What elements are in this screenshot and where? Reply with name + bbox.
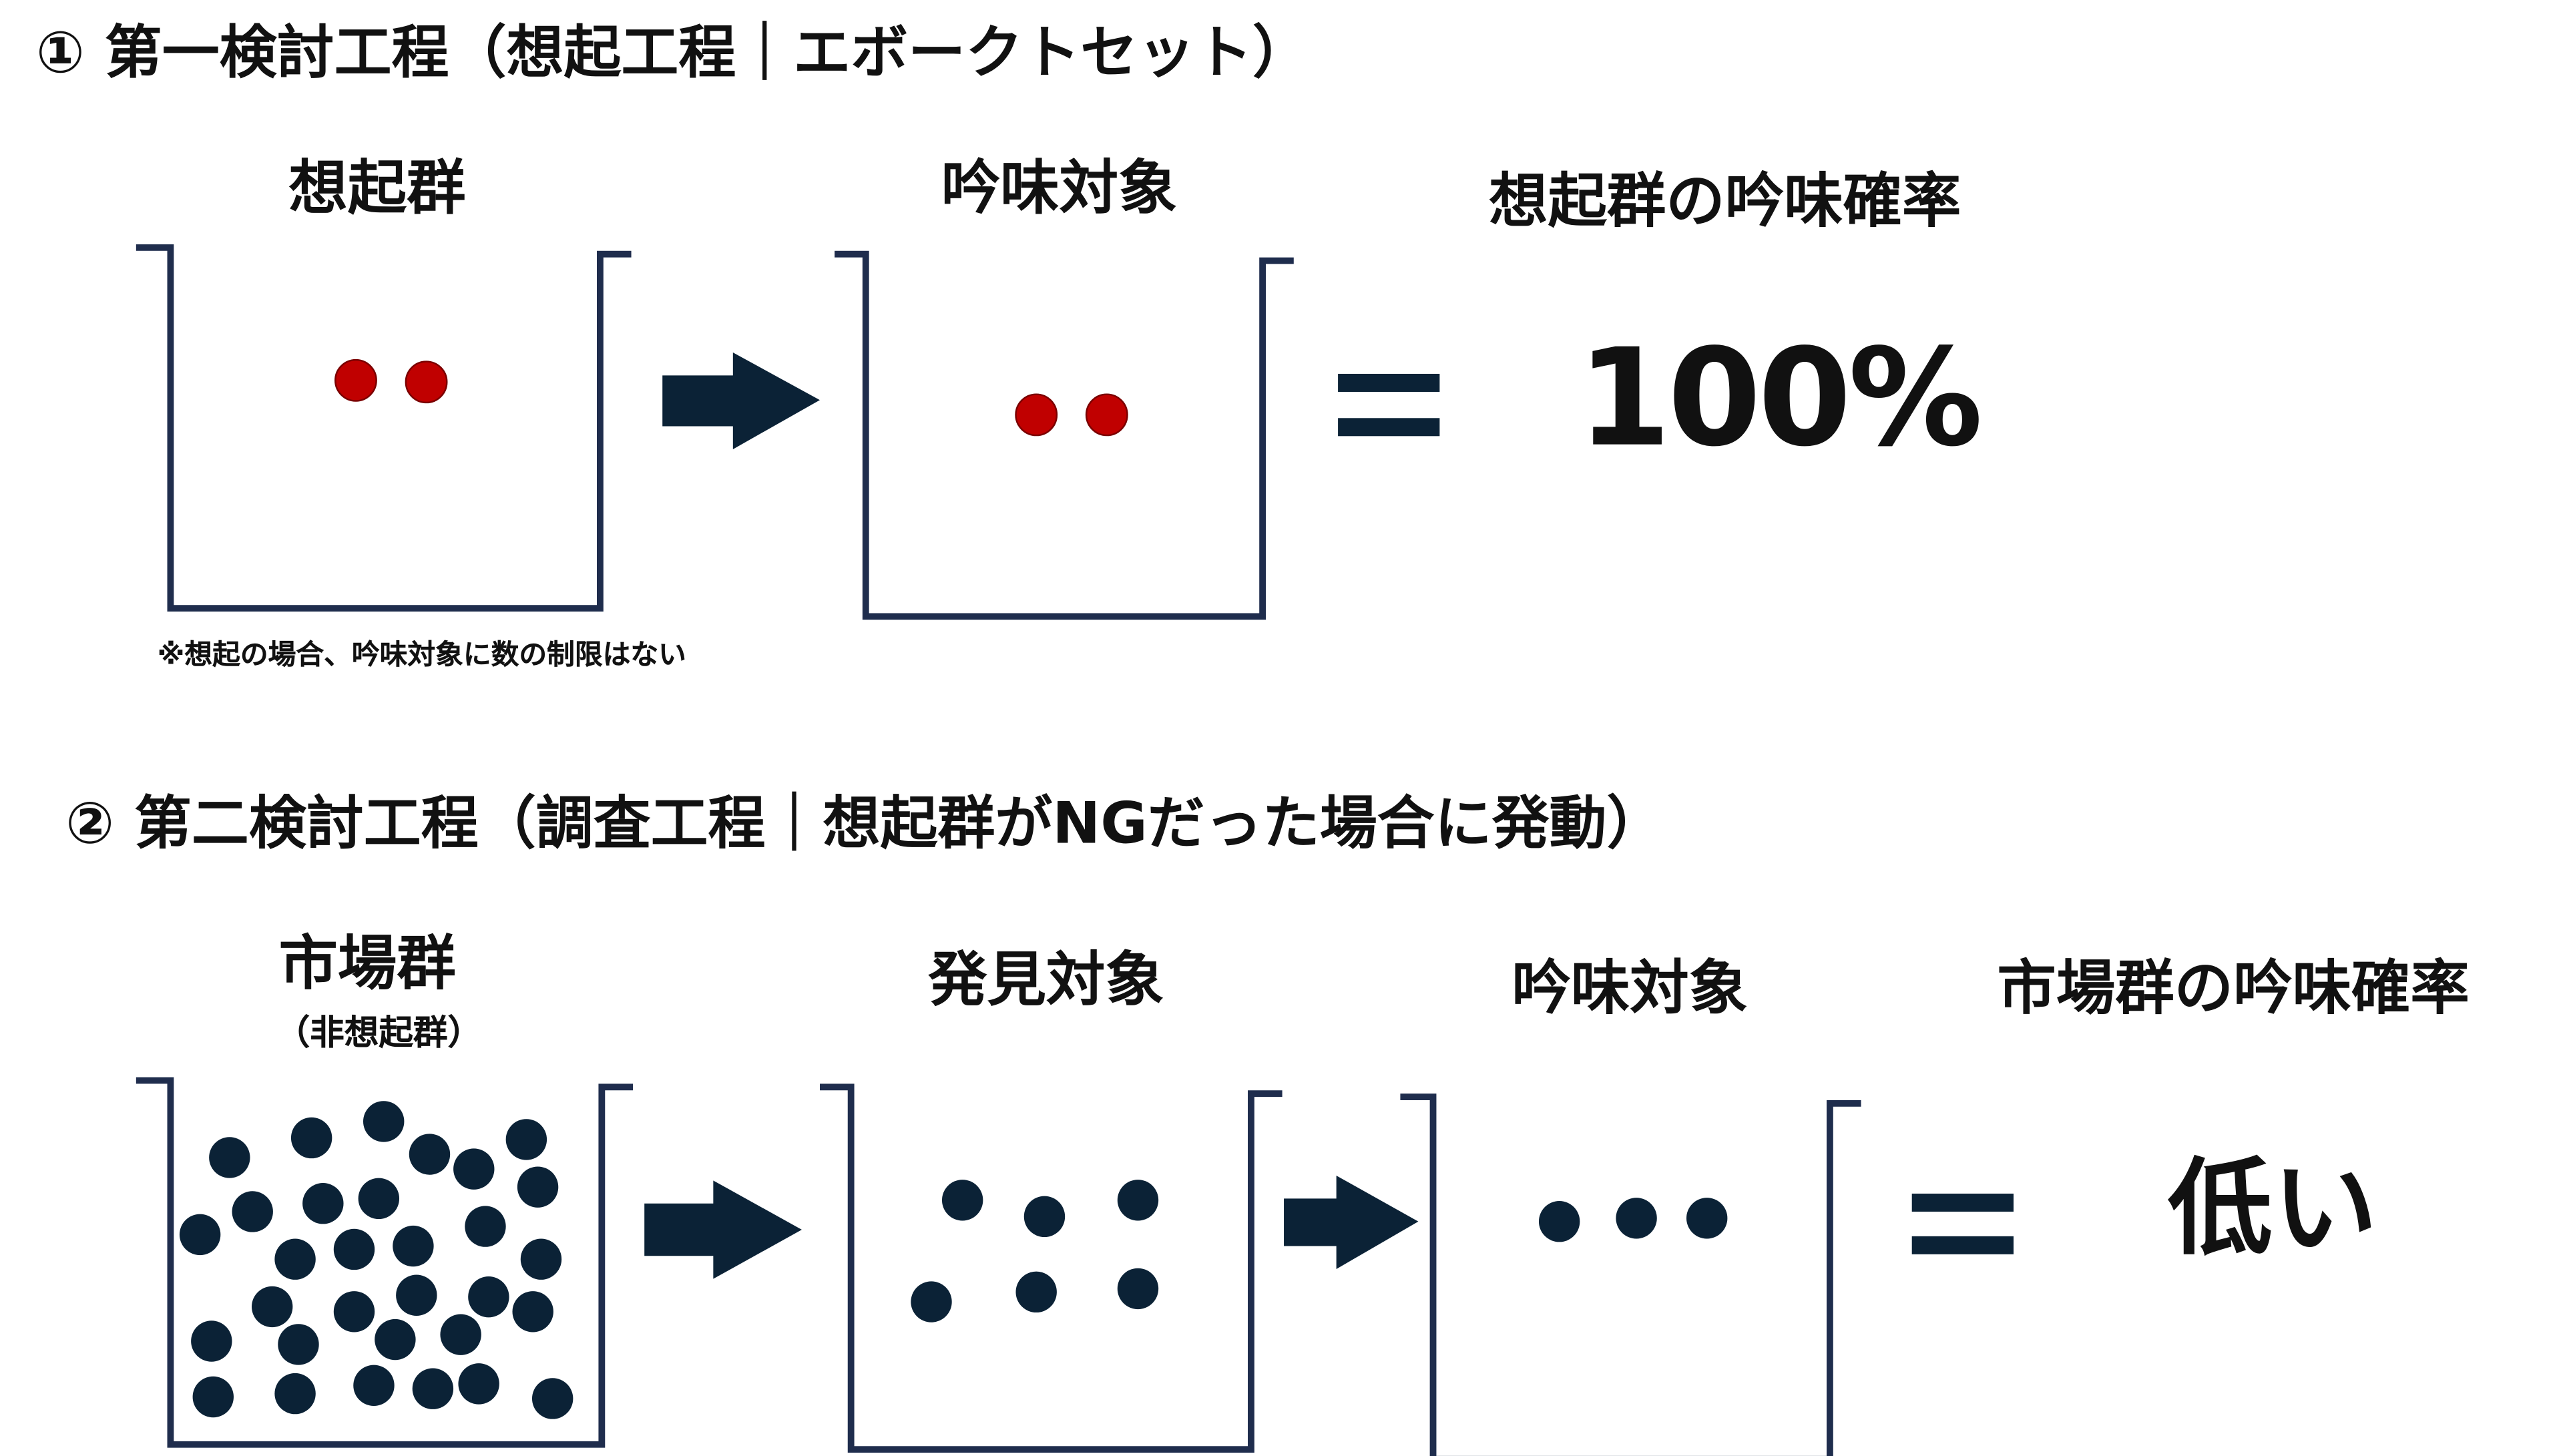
dot — [274, 1238, 316, 1280]
dot — [1538, 1201, 1580, 1242]
dot — [232, 1191, 273, 1232]
dot — [375, 1318, 416, 1361]
dot — [520, 1238, 562, 1280]
box-consider-1 — [835, 250, 1294, 620]
label-market-group: 市場群 — [278, 931, 456, 999]
equals-sign-2 — [1911, 1193, 2014, 1254]
arrow-3 — [1284, 1175, 1419, 1269]
equals-sign-1 — [1338, 373, 1440, 437]
dot — [334, 358, 377, 402]
dot — [512, 1291, 553, 1332]
dot — [179, 1214, 221, 1256]
label-market-sub: （非想起群） — [275, 1013, 483, 1053]
dot — [405, 360, 448, 404]
dots-discover — [911, 1180, 1159, 1322]
label-market-rate: 市場群の吟味確率 — [1997, 955, 2470, 1023]
dot — [409, 1134, 451, 1175]
dot — [251, 1286, 293, 1328]
dot — [1023, 1196, 1066, 1238]
dot — [191, 1320, 232, 1362]
rate-value-2: 低い — [2167, 1149, 2378, 1271]
box-consider-2 — [1400, 1094, 1861, 1456]
dot — [468, 1276, 509, 1318]
dots-market — [179, 1101, 573, 1419]
label-recall-rate: 想起群の吟味確率 — [1489, 168, 1961, 236]
dot — [465, 1206, 506, 1247]
rate-value-1: 100% — [1577, 321, 1983, 477]
dot — [412, 1368, 454, 1409]
label-consider-1: 吟味対象 — [941, 156, 1178, 224]
dot — [209, 1137, 250, 1178]
dot — [302, 1183, 344, 1224]
dot — [453, 1148, 495, 1190]
dots-recall — [334, 358, 448, 404]
dots-consider-2 — [1538, 1198, 1728, 1242]
dots-consider-1 — [1015, 393, 1128, 437]
box-recall — [136, 244, 632, 612]
box-discover — [820, 1083, 1283, 1453]
note-text: ※想起の場合、吟味対象に数の制限はない — [157, 639, 686, 672]
arrow-1 — [662, 352, 820, 449]
arrow-2 — [644, 1180, 802, 1279]
dot — [517, 1166, 559, 1208]
dot — [1015, 393, 1058, 437]
dot — [396, 1274, 437, 1316]
dot — [353, 1365, 395, 1407]
dot — [1117, 1180, 1159, 1221]
dot — [393, 1225, 434, 1267]
dot — [458, 1363, 499, 1405]
dot — [333, 1291, 375, 1332]
dot — [1015, 1271, 1057, 1313]
box-market — [136, 1077, 634, 1448]
dot — [1686, 1198, 1728, 1239]
label-discover: 発見対象 — [928, 947, 1164, 1015]
dot — [440, 1314, 481, 1355]
dot — [1085, 393, 1128, 437]
dot — [333, 1228, 375, 1270]
dot — [192, 1376, 234, 1418]
dot — [358, 1178, 400, 1220]
dot — [278, 1324, 319, 1365]
dot — [290, 1117, 332, 1159]
dot — [941, 1180, 983, 1221]
section2-heading: ② 第二検討工程（調査工程｜想起群がNGだった場合に発動） — [65, 792, 1664, 858]
dot — [274, 1373, 316, 1415]
label-recall-group: 想起群 — [288, 156, 466, 224]
dot — [363, 1101, 405, 1142]
dot — [531, 1378, 573, 1419]
section1-heading: ① 第一検討工程（想起工程｜エボークトセット） — [36, 21, 1310, 87]
dot — [1117, 1268, 1159, 1310]
dot — [911, 1281, 952, 1322]
label-consider-2: 吟味対象 — [1512, 955, 1749, 1023]
dot — [505, 1119, 547, 1160]
dot — [1616, 1198, 1657, 1239]
